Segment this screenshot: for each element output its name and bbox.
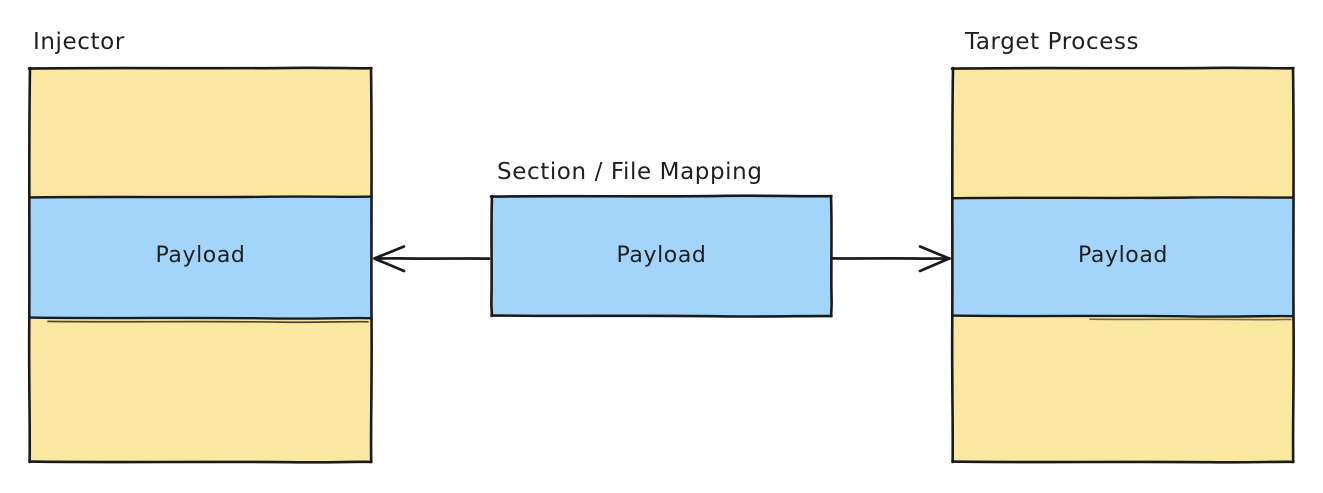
section-file-mapping-title-label: Section / File Mapping	[497, 159, 763, 185]
target-payload-divider-bottom	[951, 314, 1295, 318]
injector-title-label: Injector	[33, 29, 125, 55]
injector-payload-label: Payload	[155, 243, 246, 268]
arrow-to-injector	[373, 245, 491, 273]
target-border-right	[1291, 66, 1295, 464]
injector-border-right	[369, 66, 373, 464]
section-mapping-border-top	[489, 194, 833, 198]
injector-payload-divider-bottom-echo	[47, 320, 369, 324]
arrow-to-target-head-upper	[918, 245, 951, 260]
arrow-to-injector-head-lower	[373, 257, 406, 273]
injector-payload-divider-bottom	[28, 316, 373, 320]
target-lower-region	[952, 315, 1293, 462]
target-process-box[interactable]	[950, 66, 1295, 464]
target-payload-divider-top	[951, 196, 1295, 200]
section-file-mapping-payload-label: Payload	[616, 243, 707, 268]
arrow-to-target-head-lower	[918, 257, 951, 273]
injector-border-top	[27, 66, 373, 70]
target-payload-divider-bottom-echo	[1089, 318, 1292, 321]
target-border-top	[950, 66, 1295, 70]
section-mapping-fill	[492, 196, 831, 316]
injector-payload-band[interactable]	[30, 196, 371, 318]
injector-payload-divider-top	[28, 195, 373, 199]
injector-upper-region	[30, 68, 371, 198]
arrow-to-target	[831, 245, 951, 273]
target-border-left	[950, 66, 955, 464]
target-process-payload-label: Payload	[1078, 243, 1168, 268]
injector-border-left	[27, 66, 32, 464]
injector-lower-region	[29, 317, 371, 462]
section-mapping-border-left	[490, 194, 494, 318]
injector-process-box[interactable]	[27, 66, 373, 464]
injector-border-bottom	[28, 460, 373, 464]
target-process-title-label: Target Process	[965, 29, 1140, 55]
arrow-to-injector-head-upper	[373, 245, 406, 260]
section-mapping-border-bottom	[490, 314, 833, 318]
section-file-mapping-box[interactable]	[489, 194, 833, 318]
section-mapping-border-right	[829, 194, 833, 318]
target-border-bottom	[951, 460, 1295, 464]
target-upper-region	[953, 68, 1293, 198]
target-payload-band[interactable]	[953, 197, 1293, 316]
